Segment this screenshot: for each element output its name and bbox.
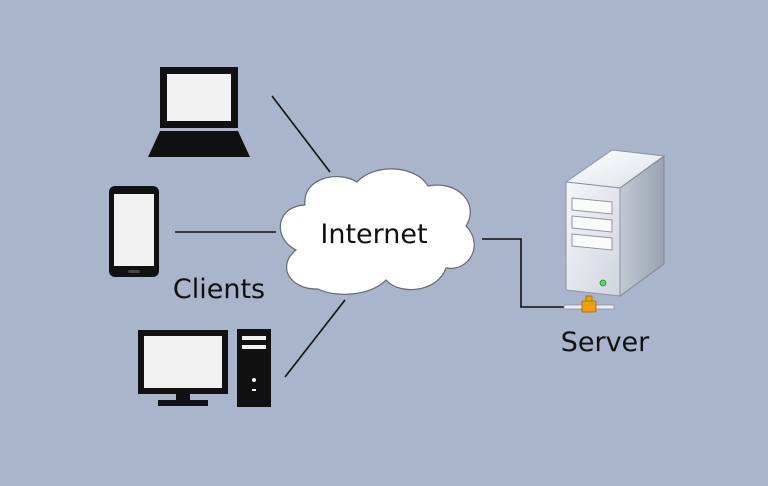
network-connector-icon [563, 295, 615, 313]
desktop-connection-line [284, 299, 346, 378]
drive-bays [571, 197, 613, 251]
computer-tower-icon [237, 329, 271, 407]
clients-label: Clients [173, 274, 265, 305]
cloud-icon [279, 168, 475, 295]
laptop-connection-line [271, 95, 331, 173]
smartphone-icon [109, 186, 159, 277]
cloud-label: Internet [320, 219, 427, 250]
desktop-computer-icon [138, 329, 271, 407]
server-tower-icon [564, 149, 666, 297]
server-connection-line [482, 238, 569, 308]
laptop-icon [148, 67, 250, 157]
server-label: Server [561, 327, 650, 358]
power-led-icon [599, 279, 607, 287]
